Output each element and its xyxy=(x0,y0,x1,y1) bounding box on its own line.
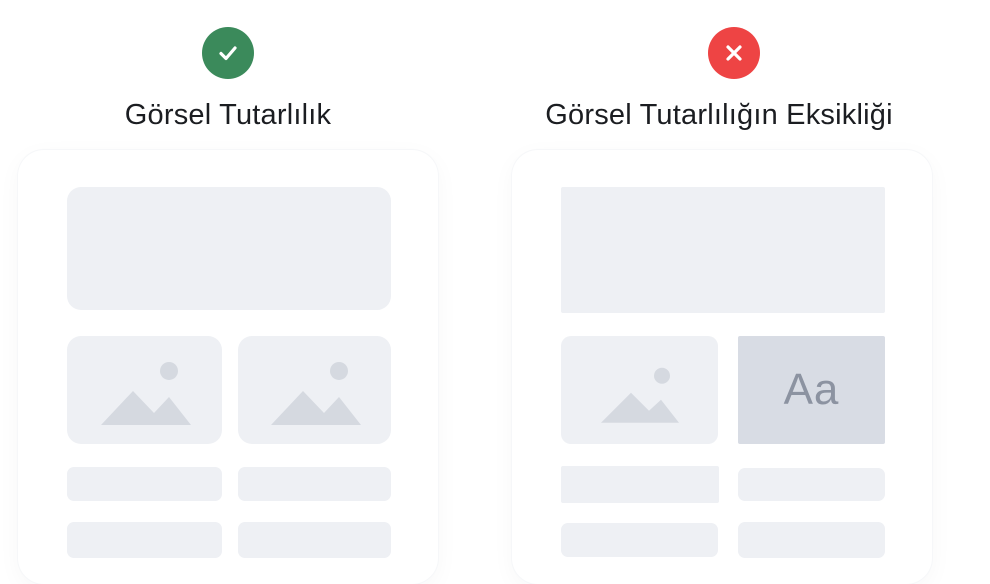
consistent-text-line xyxy=(238,522,391,558)
consistent-status-badge xyxy=(202,27,254,79)
inconsistent-image-card xyxy=(561,336,718,444)
consistent-heading: Görsel Tutarlılık xyxy=(124,99,332,131)
image-placeholder-icon xyxy=(270,361,361,425)
inconsistent-text-line xyxy=(561,523,718,557)
type-sample-text: Aa xyxy=(783,365,840,414)
consistent-text-line xyxy=(67,467,222,501)
checkmark-icon xyxy=(219,46,237,61)
close-icon xyxy=(726,45,742,61)
inconsistent-text-card: Aa xyxy=(738,336,885,444)
inconsistent-heading: Görsel Tutarlılığın Eksikliği xyxy=(545,99,893,131)
image-placeholder-icon xyxy=(100,361,191,425)
consistent-image-card-1 xyxy=(67,336,222,444)
inconsistent-status-badge xyxy=(708,27,760,79)
consistent-text-line xyxy=(67,522,222,558)
inconsistent-text-line xyxy=(738,522,885,558)
consistent-image-card-2 xyxy=(238,336,391,444)
inconsistent-text-line xyxy=(561,466,719,503)
image-placeholder-icon xyxy=(600,367,679,423)
inconsistent-text-line xyxy=(738,468,885,501)
inconsistent-hero-block xyxy=(561,187,885,313)
consistent-text-line xyxy=(238,467,391,501)
consistent-hero-block xyxy=(67,187,391,310)
